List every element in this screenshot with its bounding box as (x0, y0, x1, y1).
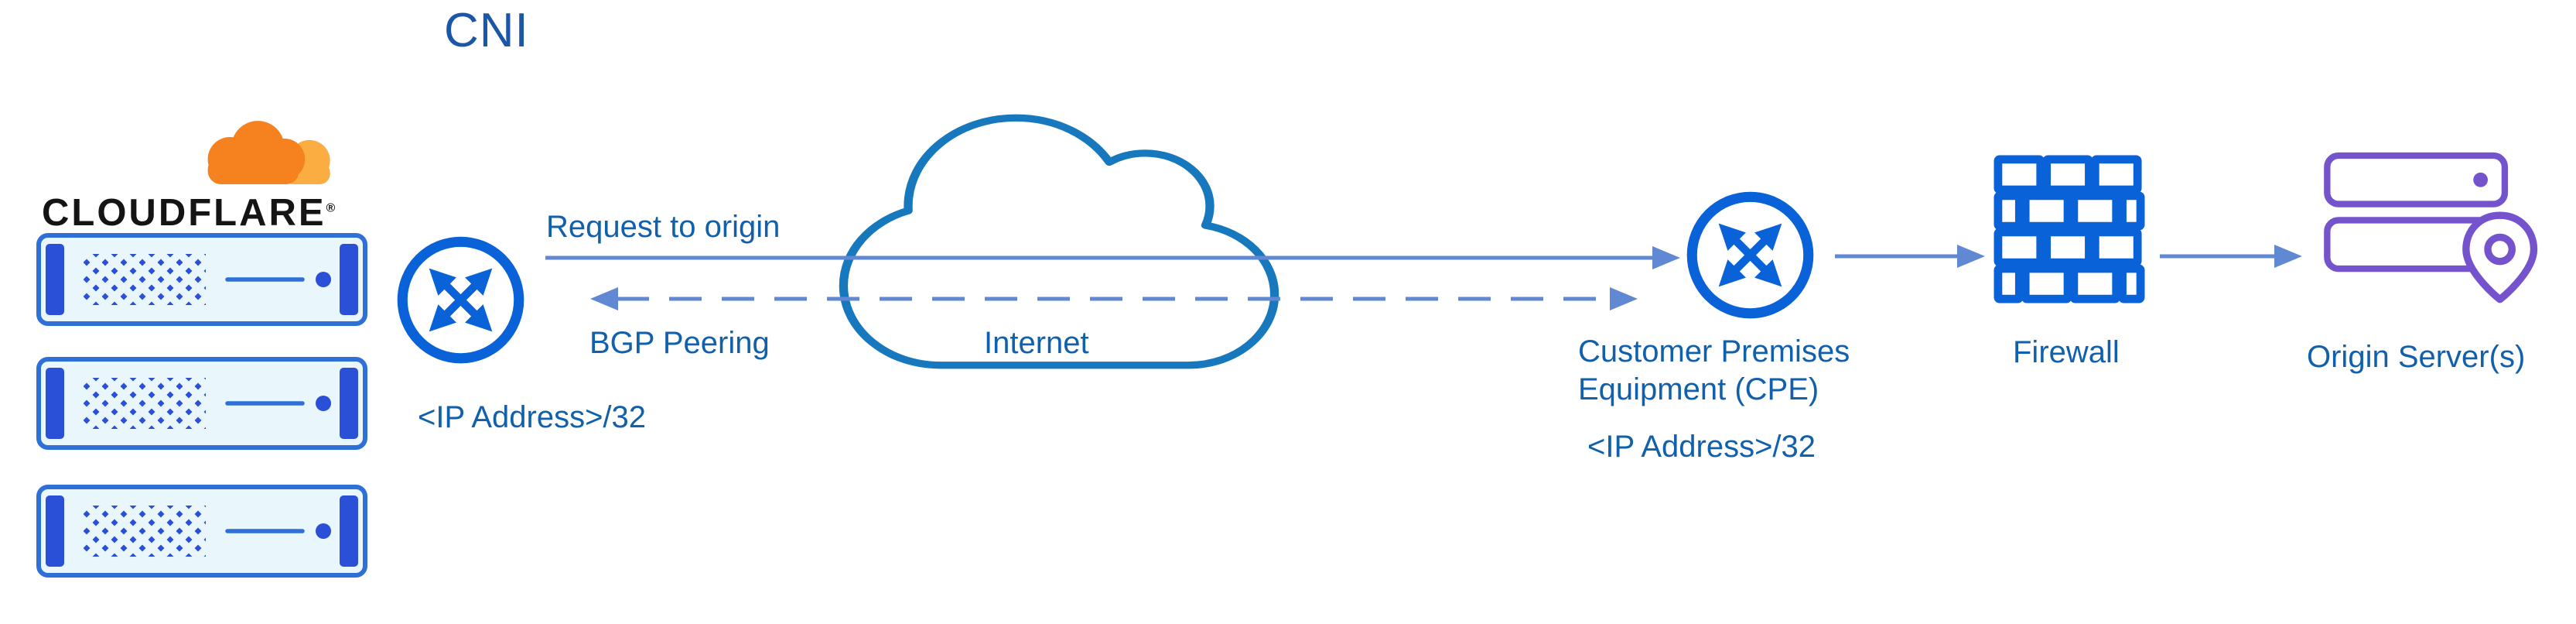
bgp-peering-arrow (590, 287, 1638, 310)
firewall-label: Firewall (2013, 335, 2120, 369)
origin-server-icon (2324, 152, 2538, 303)
internet-label: Internet (984, 326, 1089, 360)
bgp-peering-label: BGP Peering (589, 326, 770, 360)
origin-server-label: Origin Server(s) (2307, 340, 2526, 374)
cf-router-ip-label: <IP Address>/32 (418, 400, 647, 434)
cloudflare-wordmark-text: CLOUDFLARE (42, 192, 326, 234)
cloudflare-wordmark: CLOUDFLARE® (42, 191, 335, 235)
registered-mark-icon: ® (326, 201, 336, 215)
server-icon (36, 485, 367, 578)
cpe-label-line2: Equipment (CPE) (1578, 372, 1819, 406)
firewall-icon (1993, 155, 2145, 303)
server-icon (36, 233, 367, 326)
cloudflare-server-stack (36, 232, 368, 581)
diagram-title: CNI (444, 4, 529, 57)
location-pin-icon (2462, 211, 2538, 303)
cloudflare-cloud-icon (207, 121, 330, 184)
cloudflare-logo: CLOUDFLARE® (31, 116, 356, 235)
cpe-ip-label: <IP Address>/32 (1587, 430, 1816, 464)
server-icon (36, 357, 367, 450)
cf-router-icon (397, 236, 524, 364)
request-to-origin-label: Request to origin (546, 210, 781, 244)
cpe-to-firewall-arrow (1835, 245, 1985, 268)
internet-cloud-icon (839, 114, 1279, 369)
cpe-router-icon (1686, 191, 1814, 319)
firewall-to-origin-arrow (2160, 245, 2302, 268)
cpe-label: Customer Premises Equipment (CPE) (1578, 333, 1850, 409)
request-to-origin-arrow (545, 246, 1680, 269)
cpe-label-line1: Customer Premises (1578, 334, 1850, 369)
